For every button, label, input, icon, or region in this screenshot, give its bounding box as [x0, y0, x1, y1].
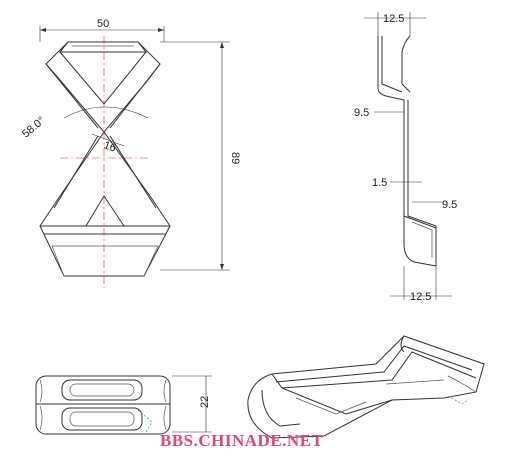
dim-side-top: 12.5: [383, 13, 404, 25]
watermark: BBS.CHINADE.NET: [160, 431, 324, 450]
front-view: 50 58.0° 16 89: [20, 18, 241, 288]
dim-side-thickness: 1.5: [372, 177, 387, 189]
dim-bottom-height: 22: [199, 396, 211, 408]
bottom-view: 22: [35, 375, 212, 435]
isometric-view: [247, 335, 485, 439]
side-view: 12.5 9.5 1.5 9.5 12.5: [354, 12, 457, 303]
dim-front-height: 89: [229, 152, 241, 164]
dim-front-inner: 16: [102, 139, 118, 154]
dim-side-lower: 9.5: [442, 199, 457, 211]
dim-front-angle: 58.0°: [20, 115, 47, 141]
dim-front-width: 50: [97, 18, 109, 30]
dim-side-bottom: 12.5: [410, 291, 431, 303]
dim-side-upper: 9.5: [354, 107, 369, 119]
